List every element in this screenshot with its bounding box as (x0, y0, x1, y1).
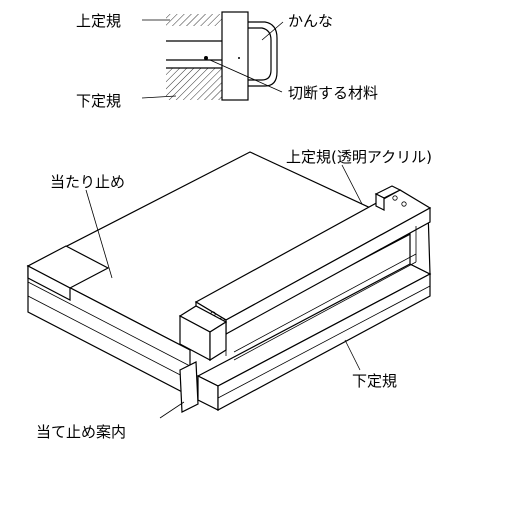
label-material: 切断する材料 (288, 84, 378, 102)
label-stopper: 当たり止め (50, 173, 125, 191)
shooting-board (26, 151, 432, 413)
label-upper-guide: 上定規 (76, 12, 121, 30)
main-leaders (85, 164, 363, 419)
label-upper-guide-acrylic: 上定規(透明アクリル) (286, 148, 432, 166)
plane-handle (248, 21, 278, 87)
label-stop-guide: 当て止め案内 (36, 423, 126, 441)
label-plane: かんな (288, 12, 333, 30)
inset-leaders (141, 19, 284, 99)
plane-body (221, 11, 249, 101)
label-lower-guide: 下定規 (76, 92, 121, 110)
cross-section-inset (166, 11, 278, 101)
label-lower-guide-main: 下定規 (352, 372, 397, 390)
upper-guide-section (166, 14, 222, 26)
lower-guide-section (166, 68, 222, 100)
